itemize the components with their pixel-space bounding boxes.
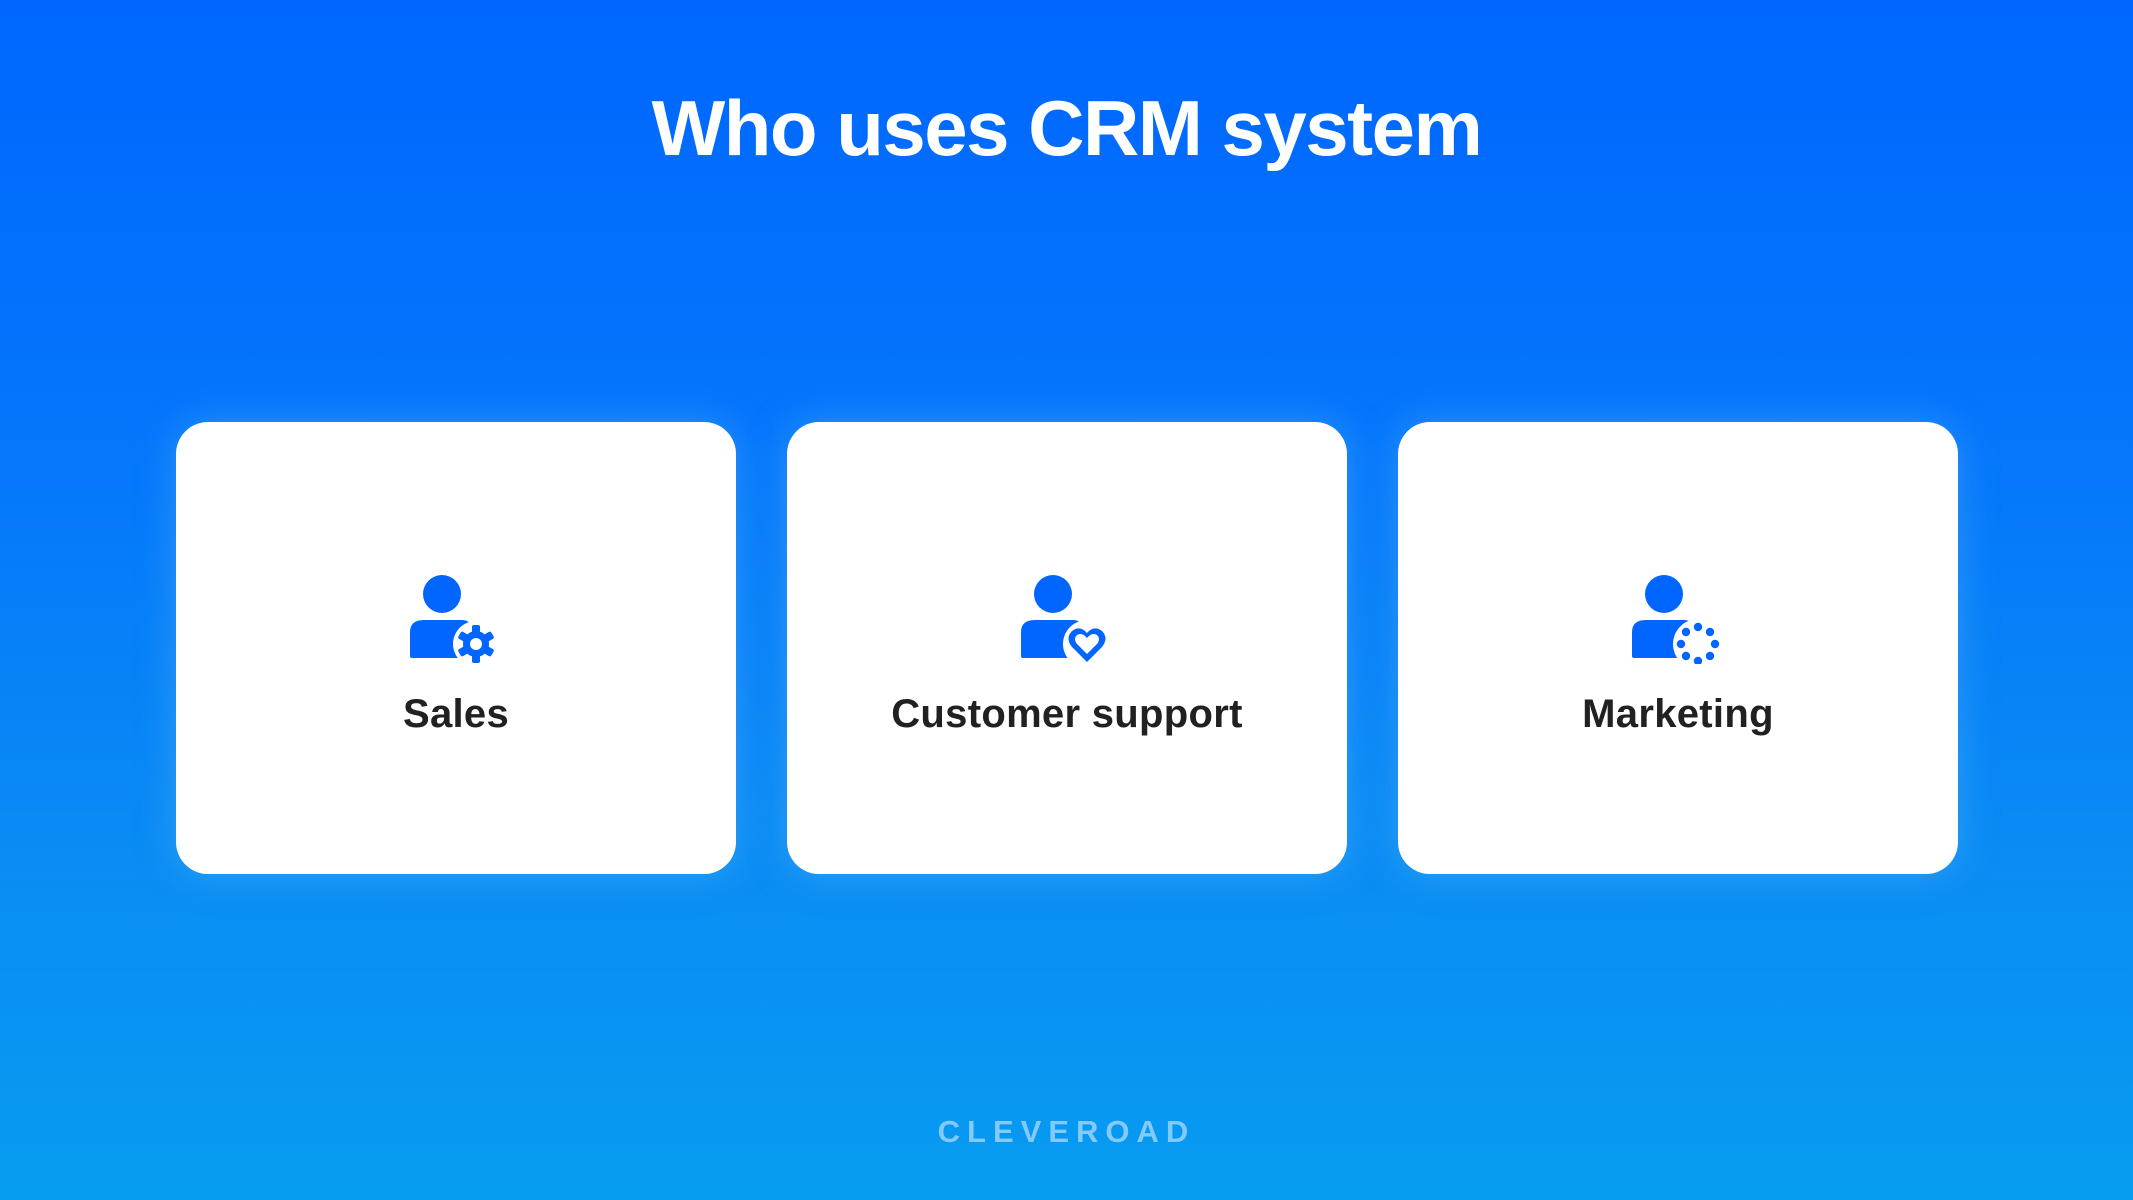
card-label: Customer support — [891, 692, 1243, 736]
card-label: Sales — [402, 692, 510, 736]
page-title: Who uses CRM system — [651, 84, 1483, 172]
user-heart-icon — [1021, 575, 1111, 664]
user-gear-icon — [410, 575, 499, 664]
cleveroad-logo: CLEVEROAD — [937, 1114, 1196, 1149]
user-dots-ring-icon — [1632, 575, 1723, 664]
card-customer-support: Customer support — [787, 422, 1347, 874]
card-sales: Sales — [176, 422, 736, 874]
roles-card-grid: Sales Customer support — [176, 422, 1958, 874]
card-label: Marketing — [1582, 692, 1774, 736]
card-marketing: Marketing — [1398, 422, 1958, 874]
